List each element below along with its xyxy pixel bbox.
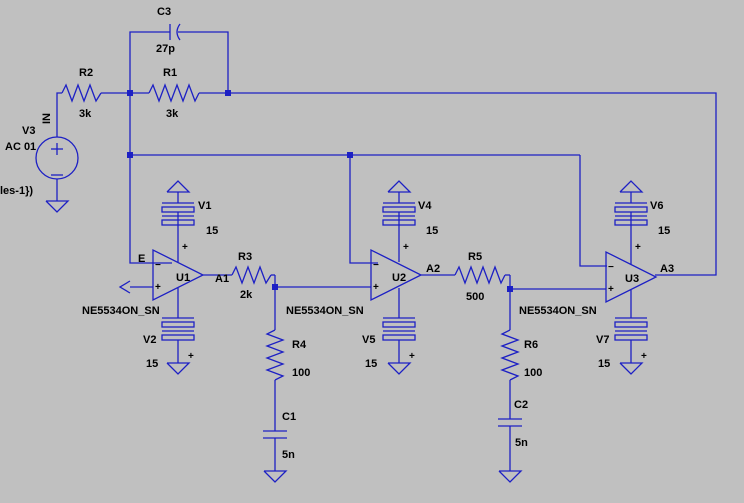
v4-plus: + <box>403 242 409 253</box>
junction-dot <box>272 284 278 290</box>
u2-model: NE5534ON_SN <box>286 305 364 317</box>
v7-value: 15 <box>598 358 610 370</box>
ground-symbol-v2 <box>166 362 190 375</box>
resistor-r1: R1 3k <box>130 67 228 120</box>
u3-plus: + <box>608 284 614 295</box>
capacitor-c1: C1 5n <box>263 411 296 483</box>
c2-name: C2 <box>514 399 528 411</box>
wire-u2-plus <box>274 275 371 288</box>
v2-plus: + <box>188 351 194 362</box>
r6-value: 100 <box>524 367 542 379</box>
junction-dot <box>347 152 353 158</box>
v1-value: 15 <box>206 225 218 237</box>
wire-u3-plus <box>509 275 606 290</box>
v3-value: AC 01 <box>5 141 36 153</box>
u3-minus: − <box>608 262 614 273</box>
capacitor-c2: C2 5n <box>498 399 528 483</box>
v5-name: V5 <box>362 334 375 346</box>
v6-name: V6 <box>650 200 663 212</box>
v2-name: V2 <box>143 334 156 346</box>
r1-value: 3k <box>166 108 179 120</box>
battery-v2: V2 15 + <box>143 317 195 375</box>
c3-name: C3 <box>157 6 171 18</box>
c3-value: 27p <box>156 43 175 55</box>
v6-plus: + <box>635 242 641 253</box>
r6-name: R6 <box>524 339 538 351</box>
ground-symbol-v3 <box>45 200 69 213</box>
opamp-u1: U1 − + NE5534ON_SN <box>82 212 205 318</box>
wire-e-node <box>129 93 172 264</box>
vcc-symbol-v6 <box>619 180 643 193</box>
c2-value: 5n <box>515 437 528 449</box>
v3-port-label: IN <box>41 113 53 124</box>
vcc-symbol-v1 <box>166 180 190 193</box>
wire-u2-input <box>349 155 378 264</box>
u1-model: NE5534ON_SN <box>82 305 160 317</box>
resistor-r2: R2 3k <box>56 67 130 130</box>
c1-name: C1 <box>282 411 296 423</box>
opamp-u3: U3 − + NE5534ON_SN <box>519 212 658 318</box>
r3-name: R3 <box>238 251 252 263</box>
u1-name: U1 <box>176 272 190 284</box>
net-label-a1: A1 <box>215 273 229 285</box>
u2-plus: + <box>373 282 379 293</box>
wire-u3-input <box>579 155 607 267</box>
resistor-r5: R5 500 <box>454 251 510 303</box>
v3-fragment: les-1}) <box>0 185 33 197</box>
r2-name: R2 <box>79 67 93 79</box>
v4-value: 15 <box>426 225 438 237</box>
capacitor-c3: C3 27p <box>129 6 229 93</box>
junction-dot <box>127 152 133 158</box>
v5-value: 15 <box>365 358 377 370</box>
r2-value: 3k <box>79 108 92 120</box>
v1-plus: + <box>182 242 188 253</box>
v4-name: V4 <box>418 200 432 212</box>
v1-name: V1 <box>198 200 211 212</box>
battery-v5: V5 15 + <box>362 317 416 375</box>
battery-v4: V4 15 + <box>382 180 438 253</box>
vcc-symbol-v4 <box>387 180 411 193</box>
u3-model: NE5534ON_SN <box>519 305 597 317</box>
feedback-wire-a3 <box>228 92 717 276</box>
r3-value: 2k <box>240 289 253 301</box>
opamp-u2: U2 − + NE5534ON_SN <box>286 212 423 318</box>
r4-value: 100 <box>292 367 310 379</box>
r1-name: R1 <box>163 67 177 79</box>
voltage-source-v3: V3 AC 01 les-1}) IN <box>0 113 79 213</box>
u3-name: U3 <box>625 273 639 285</box>
resistor-r4: R4 100 <box>265 287 310 431</box>
junction-dot <box>127 90 133 96</box>
junctions <box>127 90 513 292</box>
net-label-a3: A3 <box>660 263 674 275</box>
battery-v7: V7 15 + <box>596 317 648 375</box>
u1-minus: − <box>155 260 161 271</box>
u2-name: U2 <box>392 272 406 284</box>
ground-symbol-c1 <box>263 470 287 483</box>
ground-symbol-c2 <box>498 470 522 483</box>
v7-name: V7 <box>596 334 609 346</box>
v7-plus: + <box>641 351 647 362</box>
v6-value: 15 <box>658 225 670 237</box>
v5-plus: + <box>409 351 415 362</box>
r4-name: R4 <box>292 339 307 351</box>
v2-value: 15 <box>146 358 158 370</box>
resistor-r6: R6 100 <box>500 289 542 419</box>
u2-minus: − <box>373 260 379 271</box>
junction-dot <box>225 90 231 96</box>
c1-value: 5n <box>282 449 295 461</box>
battery-v6: V6 15 + <box>614 180 670 253</box>
r5-value: 500 <box>466 291 484 303</box>
junction-dot <box>507 286 513 292</box>
net-label-a2: A2 <box>426 263 440 275</box>
battery-v1: V1 15 + <box>161 180 218 253</box>
net-label-e: E <box>138 253 145 265</box>
r5-name: R5 <box>468 251 482 263</box>
u1-plus: + <box>155 282 161 293</box>
resistor-r3: R3 2k <box>231 251 275 301</box>
v3-name: V3 <box>22 125 35 137</box>
ground-symbol-v7 <box>619 362 643 375</box>
ground-symbol-v5 <box>387 362 411 375</box>
ground-arrow-u1 <box>118 280 131 294</box>
